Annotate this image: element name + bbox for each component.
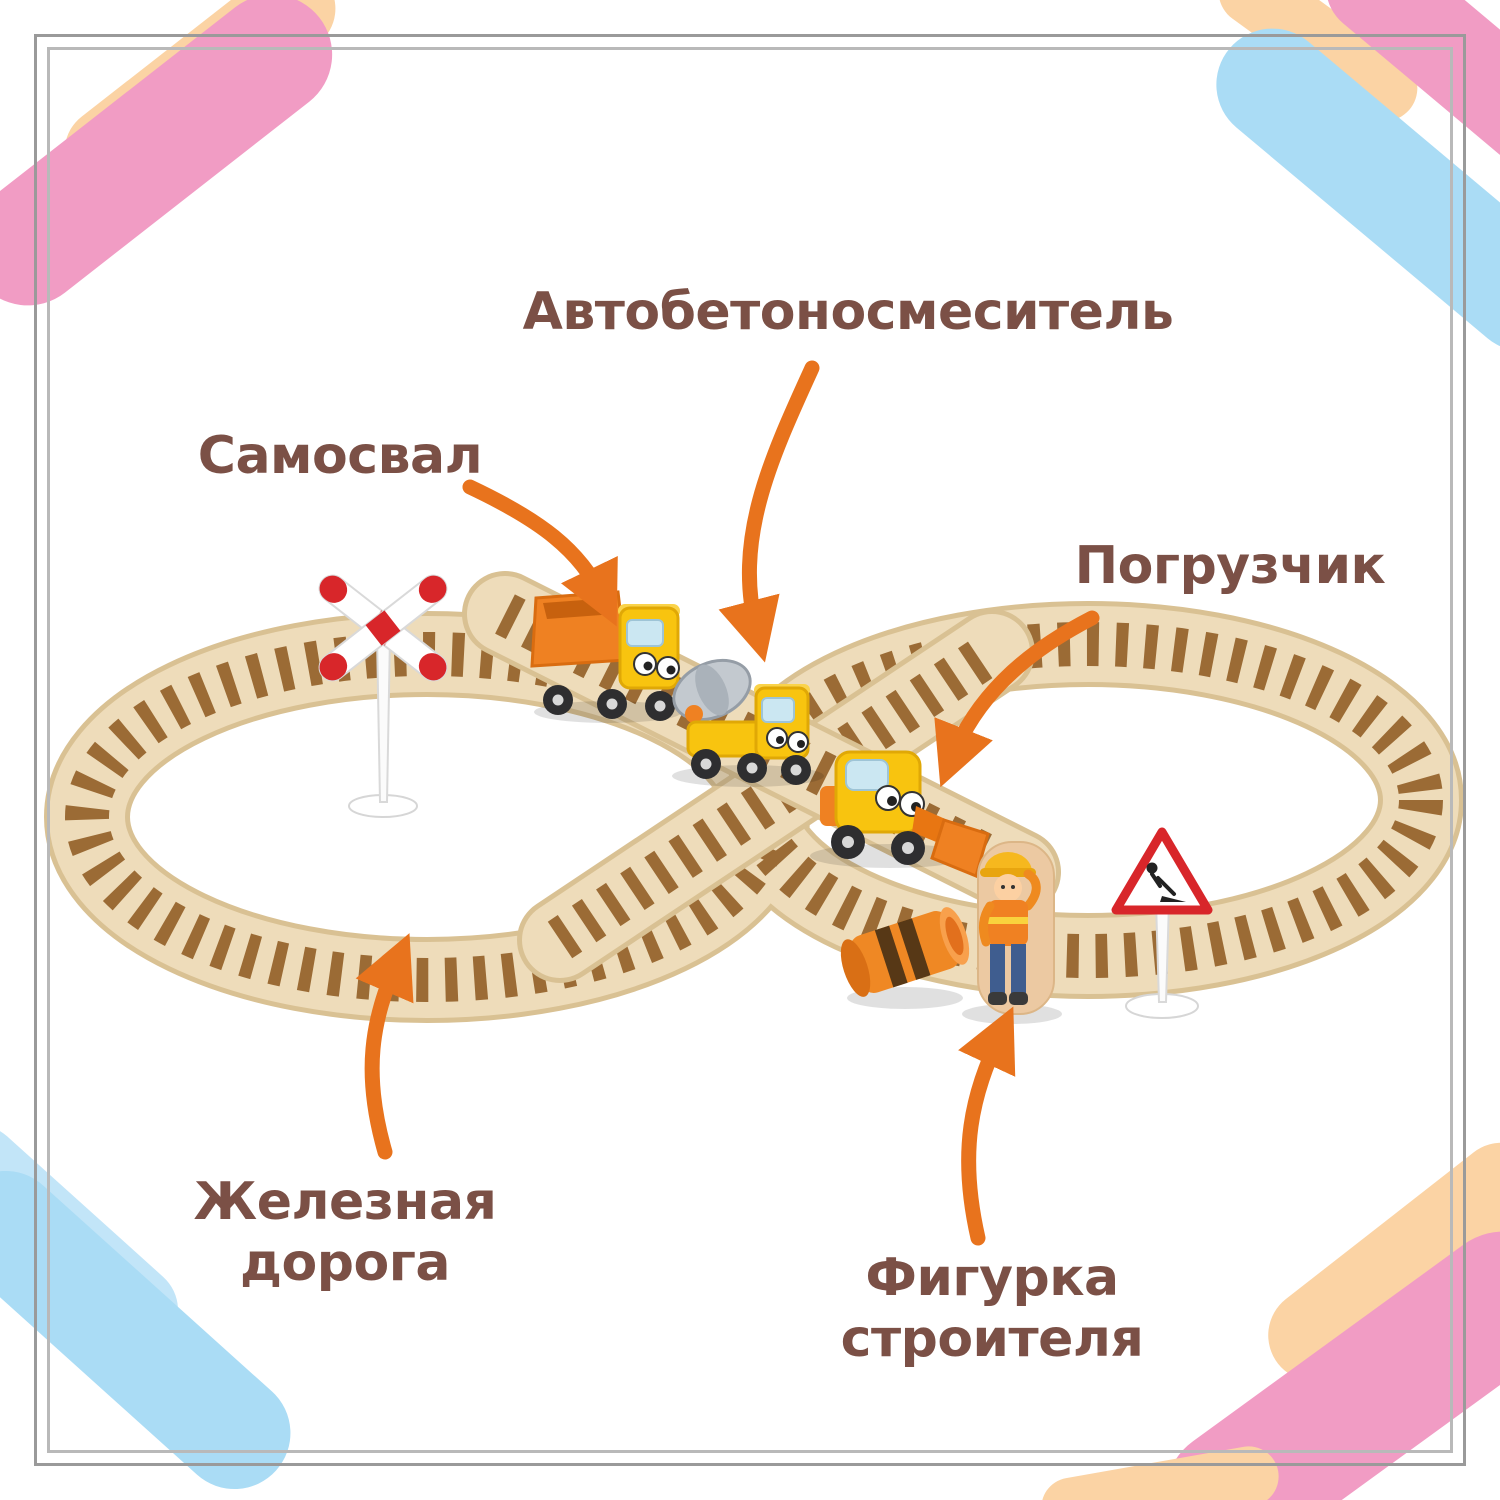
- arrow-to-railway: [355, 933, 414, 1160]
- loader-toy: [810, 750, 990, 879]
- callout-arrows: [355, 360, 1100, 1246]
- mixer-truck-toy: [672, 658, 824, 787]
- crossing-sign: [318, 574, 448, 818]
- dump-truck-toy: [530, 590, 682, 723]
- label-railway: Железная дорога: [193, 1172, 497, 1294]
- label-dump-truck: Самосвал: [197, 426, 483, 486]
- arrow-to-mixer: [718, 360, 820, 663]
- label-loader: Погрузчик: [1074, 536, 1386, 596]
- roadworks-sign: [1111, 827, 1213, 1019]
- arrow-to-loader: [934, 610, 1100, 788]
- railway-track: [44, 571, 1464, 1023]
- label-builder: Фигурка строителя: [840, 1248, 1144, 1370]
- barrel: [840, 907, 970, 1009]
- arrow-to-builder: [958, 1006, 1016, 1246]
- label-mixer: Автобетоносмеситель: [522, 282, 1174, 342]
- arrow-to-dump-truck: [462, 479, 618, 627]
